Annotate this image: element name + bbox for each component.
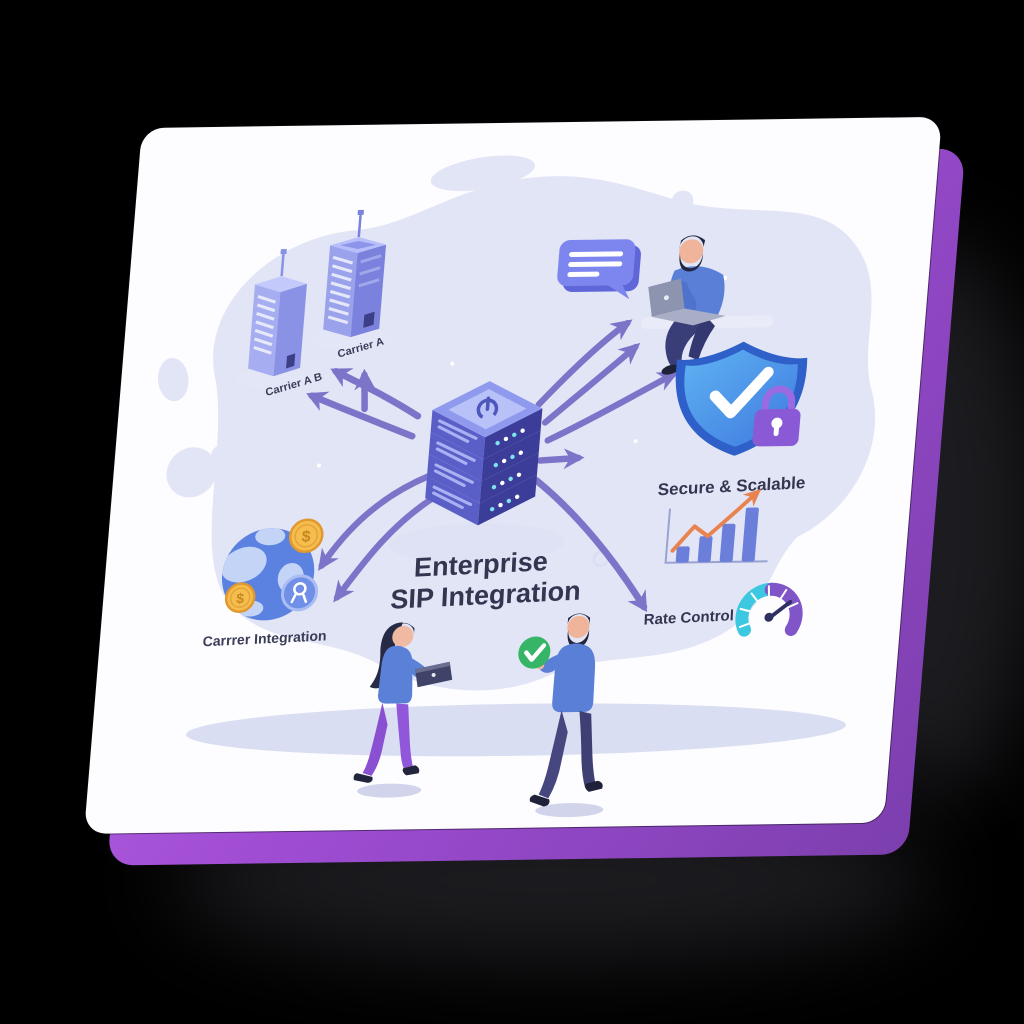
- standing-woman-with-laptop: [353, 622, 453, 798]
- dollar-coin-icon: $: [288, 518, 324, 554]
- padlock-icon: [752, 385, 801, 447]
- title-line1: Enterprise: [413, 546, 548, 582]
- page-title: Enterprise SIP Integration: [390, 546, 582, 615]
- building-icon: [235, 209, 393, 389]
- laptop-icon: [648, 278, 726, 326]
- standing-man-with-check: [518, 613, 604, 818]
- laptop-icon: [415, 661, 453, 688]
- coin-dollar-symbol: $: [236, 590, 245, 606]
- tilted-card: Carrier A B Carrier A: [83, 116, 966, 866]
- award-badge-icon: [280, 574, 319, 612]
- carrier-integration-label: Carrrer Integration: [202, 627, 327, 649]
- card-face: Carrier A B Carrier A: [83, 116, 942, 834]
- coin-dollar-symbol: $: [301, 528, 311, 546]
- rate-control-label: Rate Control: [643, 607, 734, 628]
- check-circle-icon: [518, 636, 551, 669]
- seated-man-with-laptop: [641, 235, 774, 375]
- power-icon: [476, 396, 499, 420]
- speedometer-icon: [735, 582, 803, 637]
- chat-bubble-icon: [557, 239, 641, 300]
- globe-icon: $ $: [221, 518, 324, 621]
- bar-chart-growth-icon: [664, 488, 768, 564]
- shield-check-icon: [675, 341, 808, 456]
- connection-arrows: [306, 319, 679, 613]
- ground-shadow: [186, 703, 846, 757]
- illustration-svg: Carrier A B Carrier A: [157, 155, 876, 818]
- server-stack-icon: [388, 381, 565, 564]
- dollar-coin-icon: $: [224, 582, 256, 613]
